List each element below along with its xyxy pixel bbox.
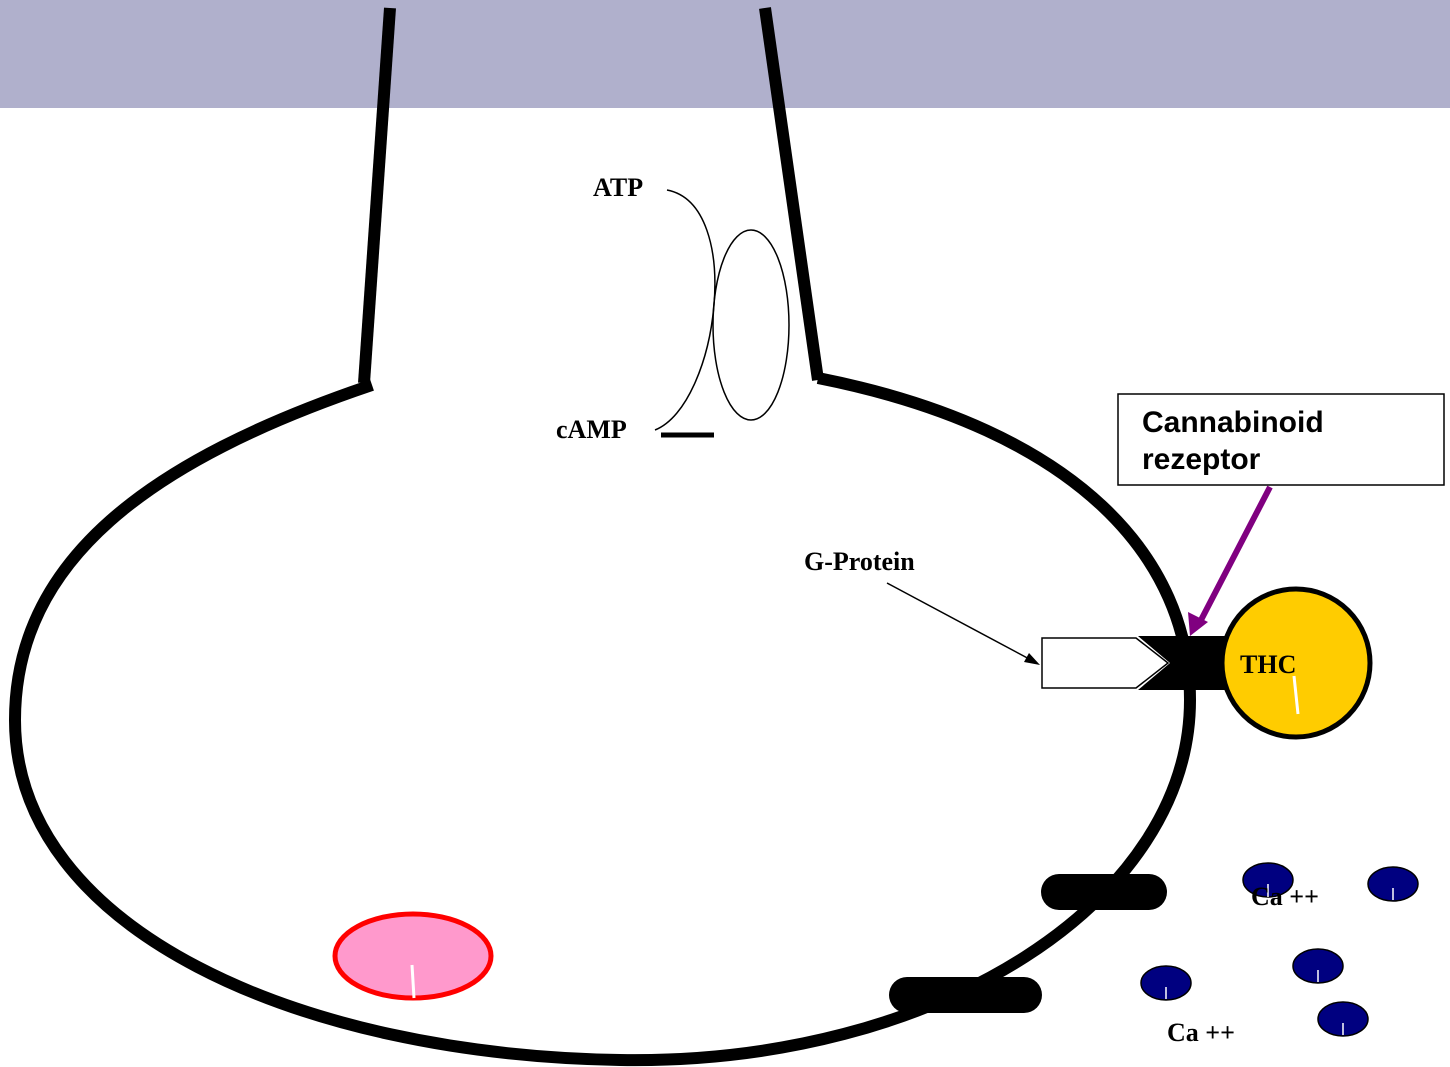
vesicle-highlight (412, 965, 414, 998)
calcium-label-lower: Ca ++ (1167, 1018, 1235, 1047)
header-band (0, 0, 1450, 108)
calcium-ion (1141, 966, 1191, 1000)
atp-camp-curve (655, 190, 715, 430)
camp-label: cAMP (556, 415, 627, 444)
g-protein-pointer (887, 583, 1033, 661)
g-protein-label: G-Protein (804, 547, 915, 576)
calcium-channel-lower (889, 977, 1042, 1013)
calcium-ion (1368, 867, 1418, 901)
calcium-label-upper: Ca ++ (1251, 882, 1319, 911)
thc-label: THC (1240, 650, 1296, 679)
cell-membrane (15, 378, 1190, 1060)
calcium-ion (1318, 1002, 1368, 1036)
g-protein-pointer-head (1024, 653, 1040, 665)
receptor-label-line2: rezeptor (1142, 443, 1261, 476)
enzyme-loop (713, 230, 789, 420)
g-protein-box (1042, 638, 1168, 688)
calcium-channel-upper (1041, 874, 1167, 910)
receptor-label-line1: Cannabinoid (1142, 406, 1324, 439)
calcium-ion (1293, 949, 1343, 983)
atp-label: ATP (593, 173, 643, 202)
